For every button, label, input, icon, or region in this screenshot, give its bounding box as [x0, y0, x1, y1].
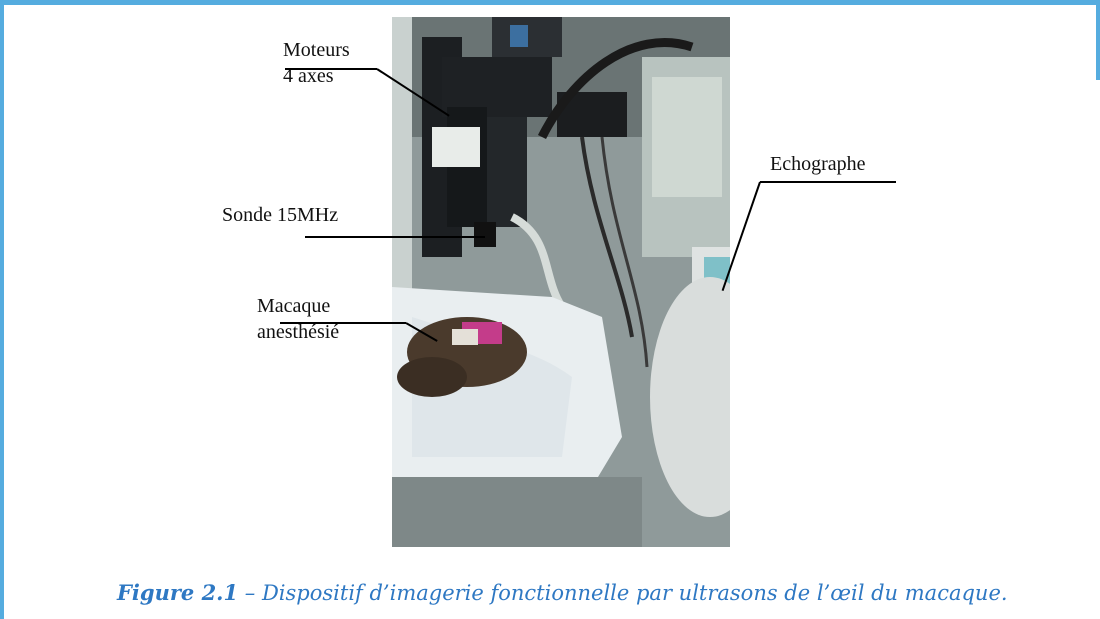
caption-text: Dispositif d’imagerie fonctionnelle par …: [261, 581, 1008, 605]
caption-separator: –: [238, 581, 262, 605]
label-motors-line1: Moteurs: [283, 39, 350, 61]
label-probe: Sonde 15MHz: [222, 204, 339, 226]
figure-caption: Figure 2.1 – Dispositif d’imagerie fonct…: [117, 580, 1008, 605]
label-echograph: Echographe: [770, 153, 866, 175]
top-border: [0, 0, 1100, 5]
label-motors-line2: 4 axes: [283, 65, 334, 87]
figure-number: Figure 2.1: [117, 580, 239, 605]
leader-probe: [305, 236, 485, 238]
label-macaque-line1: Macaque: [257, 295, 331, 317]
experimental-setup-photo: [392, 17, 730, 547]
label-macaque-line2: anesthésié: [257, 321, 340, 343]
leader-motors: [285, 68, 377, 70]
leader-macaque: [280, 322, 406, 324]
left-border: [0, 0, 4, 619]
right-border: [1096, 0, 1100, 80]
leader-echograph: [760, 181, 896, 183]
